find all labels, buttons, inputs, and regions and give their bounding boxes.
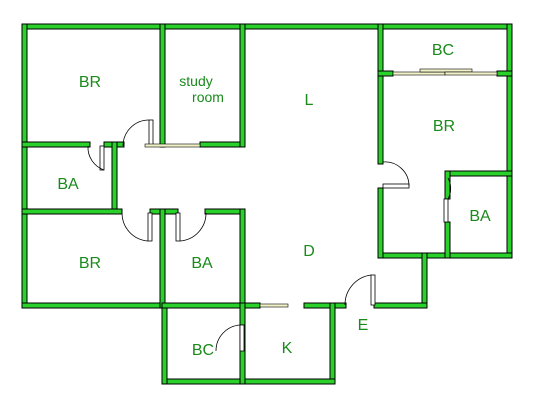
door-bc-top-slide-a (392, 71, 446, 76)
wall-br2-ba-center (159, 208, 166, 309)
label-entry: E (358, 317, 369, 334)
door-bc-top-slide-b (419, 68, 473, 73)
door-br2-swing (121, 212, 149, 242)
door-kitchen-jamb (259, 303, 289, 308)
wall-study-bottom-right (199, 141, 246, 148)
door-ba-left-leaf (99, 145, 105, 171)
wall-ba-left-bottom (21, 208, 123, 215)
wall-right-wing-left-a (377, 23, 384, 165)
label-ba-center: BA (191, 255, 213, 272)
door-study-jamb (144, 143, 201, 148)
label-br-bottom-left: BR (79, 255, 101, 272)
wall-ba-right-top (444, 170, 513, 177)
door-ba-right-swing (447, 177, 452, 200)
label-br-right: BR (433, 118, 455, 135)
wall-right-main (506, 23, 513, 259)
label-study-line1: study (179, 73, 212, 89)
wall-right-wing-left-b (377, 187, 384, 259)
door-br-right-swing (382, 161, 410, 187)
door-bc-bottom-leaf (239, 324, 245, 352)
door-bc-top-slide-c (444, 71, 498, 76)
wall-bottom-kitchen (161, 378, 336, 385)
label-br-top-left: BR (79, 74, 101, 91)
wall-kitchen-right (329, 302, 336, 385)
wall-top-right-segment (377, 23, 513, 30)
wall-top-left-segment (21, 23, 381, 30)
label-bc-bottom: BC (192, 342, 214, 359)
interior-walls (21, 23, 513, 385)
label-bc-top-right: BC (432, 42, 454, 59)
wall-bc-bottom-right-a (239, 302, 246, 326)
wall-entry-bottom (373, 302, 428, 309)
wall-bc-top-bottom-b (496, 70, 513, 77)
door-bc-bottom-swing (215, 324, 241, 352)
wall-bc-bottom-top (161, 302, 246, 309)
label-ba-left: BA (57, 176, 79, 193)
door-ba-center-swing (179, 212, 207, 242)
wall-bc-top-bottom-a (377, 70, 394, 77)
door-br1-swing (122, 119, 150, 147)
wall-ba-right-left-a (444, 170, 451, 200)
wall-ba-center-right (239, 208, 246, 385)
wall-ba-right-left-b (444, 221, 451, 259)
wall-left (21, 23, 28, 309)
door-entry-leaf (370, 274, 376, 306)
wall-ba-left-right (111, 141, 118, 215)
door-br1-leaf (148, 119, 154, 147)
wall-kitchen-top-right (303, 302, 347, 309)
label-dining: D (303, 243, 315, 260)
wall-study-right (239, 23, 246, 148)
label-study-line2: room (192, 89, 224, 105)
wall-br1-study (159, 23, 166, 148)
door-entry-swing (344, 274, 372, 306)
wall-entry-right-vertical (421, 252, 428, 309)
doors (87, 68, 498, 352)
door-br2-leaf (147, 212, 153, 242)
door-br-right-leaf (382, 183, 410, 189)
room-labels: BR BA BR study room BA L D BC BR BA BC K… (57, 42, 491, 359)
door-ba-left-swing (87, 145, 105, 171)
label-living: L (305, 92, 314, 109)
wall-br1-bottom-a (21, 141, 91, 148)
wall-bc-left (161, 302, 168, 385)
door-ba-center-leaf (175, 212, 181, 242)
wall-br2-top-right (204, 208, 246, 215)
label-ba-right: BA (469, 208, 491, 225)
door-ba-right-leaf (443, 198, 449, 223)
label-kitchen: K (282, 340, 293, 357)
